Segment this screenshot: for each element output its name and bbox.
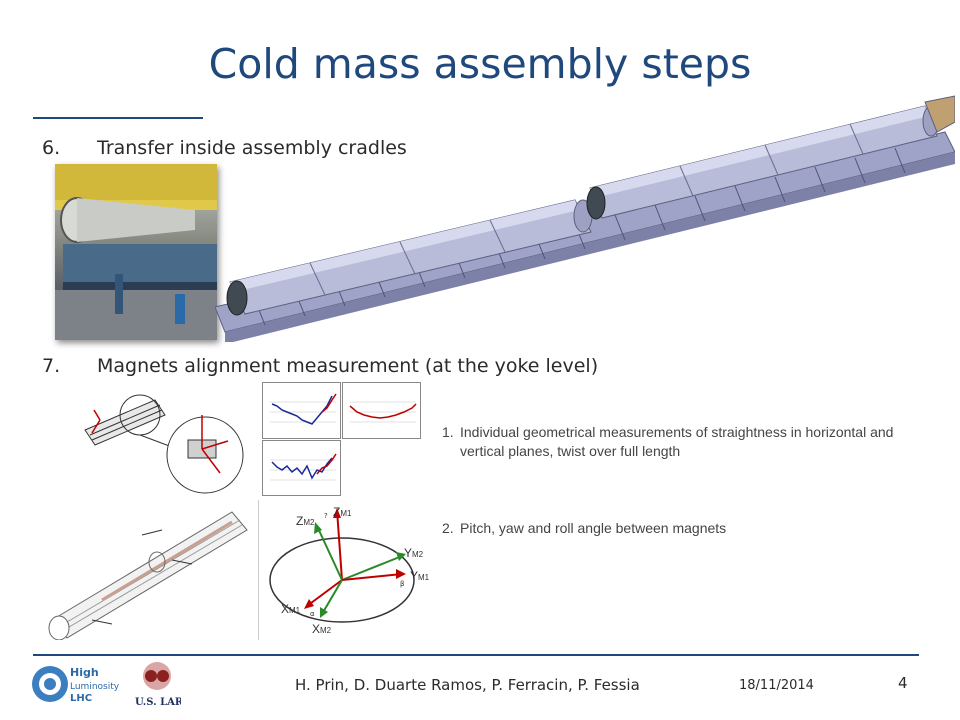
step-number: 7. — [42, 355, 61, 377]
hilumi-lhc-logo: High Luminosity LHC — [32, 666, 120, 704]
alignment-sketch-top — [84, 394, 244, 494]
step-6: 6. Transfer inside assembly cradles — [42, 137, 442, 161]
pitch-yaw-roll-diagram: ? β α — [269, 508, 415, 623]
alignment-sketch-bottom — [48, 511, 248, 640]
footer-authors: H. Prin, D. Duarte Ramos, P. Ferracin, P… — [295, 676, 640, 694]
svg-text:High: High — [70, 666, 99, 679]
axis-label-zm1: ZM1 — [333, 505, 352, 519]
page-number: 4 — [898, 674, 908, 692]
note-number: 2. — [442, 520, 454, 536]
footer-rule — [33, 654, 919, 656]
step-number: 6. — [42, 137, 61, 159]
axis-label-ym1: YM1 — [410, 569, 430, 583]
footer-date: 18/11/2014 — [739, 678, 814, 693]
svg-text:LHC: LHC — [70, 693, 92, 704]
assembly-hall-photo — [55, 164, 217, 340]
svg-text:?: ? — [324, 512, 328, 520]
axis-label-ym2: YM2 — [404, 546, 424, 560]
note-2: 2. Pitch, yaw and roll angle between mag… — [442, 519, 942, 539]
note-number: 1. — [442, 424, 454, 440]
step-text: Magnets alignment measurement (at the yo… — [97, 355, 599, 377]
note-text: Pitch, yaw and roll angle between magnet… — [460, 520, 727, 536]
straightness-plots — [262, 382, 421, 496]
photo-illustration — [55, 164, 217, 340]
svg-text:α: α — [310, 610, 315, 618]
cold-mass-3d-drawing — [215, 95, 955, 342]
figure-divider — [258, 500, 259, 640]
axis-label-zm2: ZM2 — [296, 514, 315, 528]
axis-label-xm1: XM1 — [281, 602, 301, 616]
svg-text:U.S. LARP: U.S. LARP — [135, 697, 181, 708]
svg-text:β: β — [400, 580, 404, 588]
title-underline — [33, 117, 203, 119]
slide-title: Cold mass assembly steps — [208, 40, 752, 88]
note-1: 1. Individual geometrical measurements o… — [442, 423, 942, 463]
step-7: 7. Magnets alignment measurement (at the… — [42, 355, 642, 379]
step-text: Transfer inside assembly cradles — [97, 137, 407, 159]
svg-text:Luminosity: Luminosity — [70, 682, 120, 692]
axis-label-xm2: XM2 — [312, 622, 332, 636]
note-text: Individual geometrical measurements of s… — [460, 424, 894, 459]
us-larp-logo: U.S. LARP — [135, 662, 181, 708]
